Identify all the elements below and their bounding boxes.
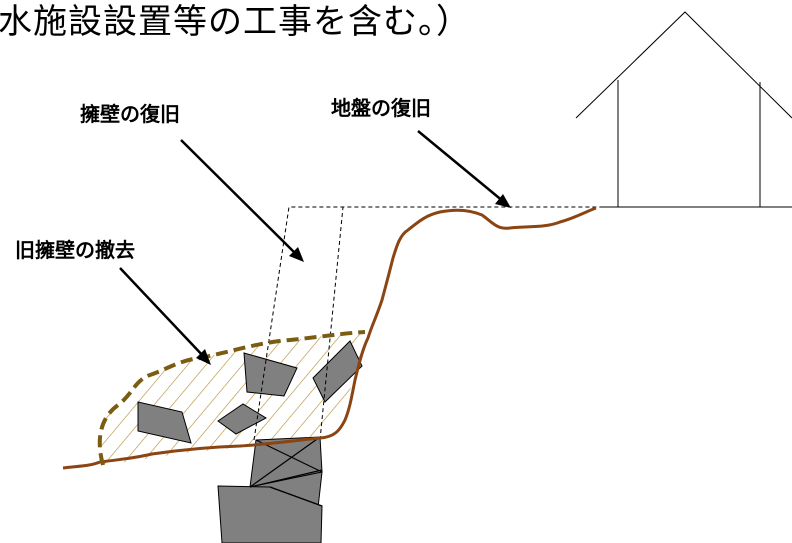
wall-stone-joint (249, 469, 323, 488)
house-roof (575, 11, 792, 119)
wall-stone-joint (255, 439, 323, 473)
label-old-wall-removal: 旧擁壁の撤去 (15, 238, 135, 262)
wall-stone-joint (249, 436, 321, 488)
arrow-old-wall-removal (119, 267, 206, 359)
heading-text: 水施設設置等の工事を含む。） (0, 2, 471, 42)
label-ground-restore: 地盤の復旧 (331, 96, 431, 120)
removal-boundary (97, 330, 366, 466)
existing-ground-line (62, 206, 597, 470)
arrow-ground-restore (417, 130, 505, 203)
arrowhead (289, 247, 304, 262)
wall-stone (217, 485, 323, 543)
old-wall-block (243, 352, 298, 397)
old-wall-block (137, 401, 192, 444)
arrow-wall-restore (180, 139, 299, 257)
label-retaining-wall-restore: 擁壁の復旧 (80, 102, 180, 126)
arrowhead (196, 349, 211, 365)
new-wall-outline (253, 206, 600, 441)
old-wall-block (312, 340, 363, 403)
old-wall-block (217, 403, 268, 435)
wall-stone-joint (269, 486, 323, 507)
arrowhead (495, 194, 511, 208)
